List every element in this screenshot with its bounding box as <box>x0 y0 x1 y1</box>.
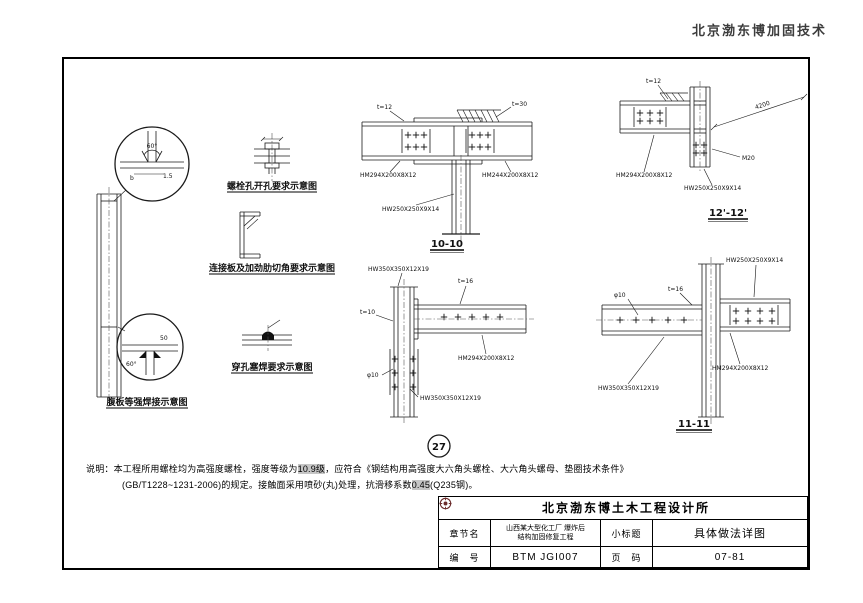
callout-number: 27 <box>432 442 446 453</box>
notes-line1-b: ，应符合《钢结构用高强度大六角头螺栓、大六角头螺母、垫圈技术条件》 <box>325 464 629 474</box>
chapter-label: 章节名 <box>438 519 491 547</box>
notes-line1-a: 说明：本工程所用螺栓均为高强度螺栓，强度等级为 <box>86 464 298 474</box>
s10-right-beam-label: HM244X200X8X12 <box>482 172 539 179</box>
notes-line2-b: (Q235钢)。 <box>430 480 478 490</box>
plug-weld-caption-text: 穿孔塞焊要求示意图 <box>231 361 312 373</box>
s10-title: 10-10 <box>431 239 463 250</box>
general-notes: 说明：本工程所用螺栓均为高强度螺栓，强度等级为10.9级，应符合《钢结构用高强度… <box>86 461 716 493</box>
plate-corner-caption-text: 连接板及加劲肋切角要求示意图 <box>209 262 335 274</box>
s10-dim-right: t=30 <box>512 101 527 108</box>
bolt-hole-detail <box>254 133 290 181</box>
bolt-hole-caption: 螺栓孔开孔要求示意图 <box>227 180 317 193</box>
section-11-11: HW250X250X9X14 t=16 φ10 HM294X200X8X12 H… <box>596 257 791 433</box>
s11-title: 11-11 <box>678 419 710 430</box>
splice-upper-column-label: HW350X350X12X19 <box>368 266 429 273</box>
number-label: 编 号 <box>438 546 491 568</box>
notes-slip-coefficient-highlight: 0.45 <box>411 480 431 490</box>
weld-top-width-dim: b <box>130 175 134 182</box>
weld-detail-top-circle: 60° b 1.5 <box>113 126 190 202</box>
s10-column-label: HW250X250X9X14 <box>382 206 439 213</box>
s11-column-label: HW350X350X12X19 <box>598 385 659 392</box>
s12-diag-dim: 4200 <box>754 100 771 112</box>
s12-dim-top: t=12 <box>646 78 661 85</box>
company-cell: 北京渤东博土木工程设计所 <box>438 496 808 520</box>
weld-top-angle-dim: 60° <box>147 143 158 150</box>
company-name: 北京渤东博土木工程设计所 <box>541 501 710 515</box>
splice-lower-column-label: HW350X350X12X19 <box>420 395 481 402</box>
s11-right-beam-label: HM294X200X8X12 <box>712 365 769 372</box>
s11-top-beam-label: HW250X250X9X14 <box>726 257 783 264</box>
splice-stiffener-dim: t=10 <box>360 309 375 316</box>
section-column-splice: HW350X350X12X19 t=16 t=10 HM294X200X8X12… <box>360 266 534 425</box>
s12-bolt-label: M20 <box>742 155 755 162</box>
s10-left-beam-label: HM294X200X8X12 <box>360 172 417 179</box>
company-watermark: 北京渤东博加固技术 <box>691 23 827 38</box>
weld-fillet-left <box>139 351 146 358</box>
page-value: 07-81 <box>652 546 808 568</box>
s12-beam-label: HM294X200X8X12 <box>616 172 673 179</box>
bolt-hole-caption-text: 螺栓孔开孔要求示意图 <box>227 180 317 192</box>
notes-line-1: 说明：本工程所用螺栓均为高强度螺栓，强度等级为10.9级，应符合《钢结构用高强度… <box>86 461 716 477</box>
subtitle-label: 小标题 <box>600 519 653 547</box>
sheet-callout: 27 <box>427 434 451 458</box>
subtitle-value: 具体做法详图 <box>652 519 808 547</box>
weld-bottom-length-dim: 50 <box>160 335 168 342</box>
section-10-10: t=12 t=30 HM294X200X8X12 HM244X200X8X12 … <box>360 101 539 253</box>
s11-hole-dim: φ10 <box>614 292 626 299</box>
chapter-line1: 山西某大型化工厂 爆炸后 <box>506 525 585 532</box>
plug-weld-caption: 穿孔塞焊要求示意图 <box>231 361 313 374</box>
section-12-12: 4200 t=12 M20 HM294X200X8X12 HW250X250X9… <box>616 78 808 222</box>
notes-bolt-grade-highlight: 10.9级 <box>297 464 326 474</box>
page-label: 页 码 <box>600 546 653 568</box>
chapter-value: 山西某大型化工厂 爆炸后 结构加固修复工程 <box>490 519 601 547</box>
s11-plate-dim: t=16 <box>668 286 683 293</box>
splice-plate-dim: t=16 <box>458 278 473 285</box>
plate-corner-caption: 连接板及加劲肋切角要求示意图 <box>209 262 335 275</box>
weld-top-gap-dim: 1.5 <box>163 173 173 180</box>
weld-bottom-angle-dim: 60° <box>126 361 137 368</box>
drawing-frame: 60° b 1.5 50 60° 腹板等强焊接示意图 <box>62 57 810 570</box>
web-weld-caption: 腹板等强焊接示意图 <box>105 396 188 409</box>
number-value: BTM JGI007 <box>490 546 601 568</box>
chapter-line2: 结构加固修复工程 <box>517 534 574 541</box>
title-block: 北京渤东博土木工程设计所 章节名 山西某大型化工厂 爆炸后 结构加固修复工程 小… <box>438 496 808 568</box>
s10-dim-left: t=12 <box>377 104 392 111</box>
splice-beam-label: HM294X200X8X12 <box>458 355 515 362</box>
drawing-svg: 60° b 1.5 50 60° 腹板等强焊接示意图 <box>96 78 808 458</box>
i-beam-elevation <box>96 187 122 404</box>
s12-title: 12'-12' <box>709 208 747 219</box>
plug-weld-fill <box>262 331 274 340</box>
weld-detail-bottom-circle: 50 60° <box>116 313 184 381</box>
splice-hole-dim: φ10 <box>367 372 379 379</box>
notes-line2-a: (GB/T1228~1231-2006)的规定。接触面采用喷砂(丸)处理，抗滑移… <box>122 480 412 490</box>
plug-weld-detail <box>242 319 292 351</box>
web-weld-caption-text: 腹板等强焊接示意图 <box>105 396 187 408</box>
plate-corner-detail <box>239 211 261 259</box>
s12-column-label: HW250X250X9X14 <box>684 185 741 192</box>
weld-fillet-right <box>154 351 161 358</box>
notes-line-2: (GB/T1228~1231-2006)的规定。接触面采用喷砂(丸)处理，抗滑移… <box>86 477 716 493</box>
